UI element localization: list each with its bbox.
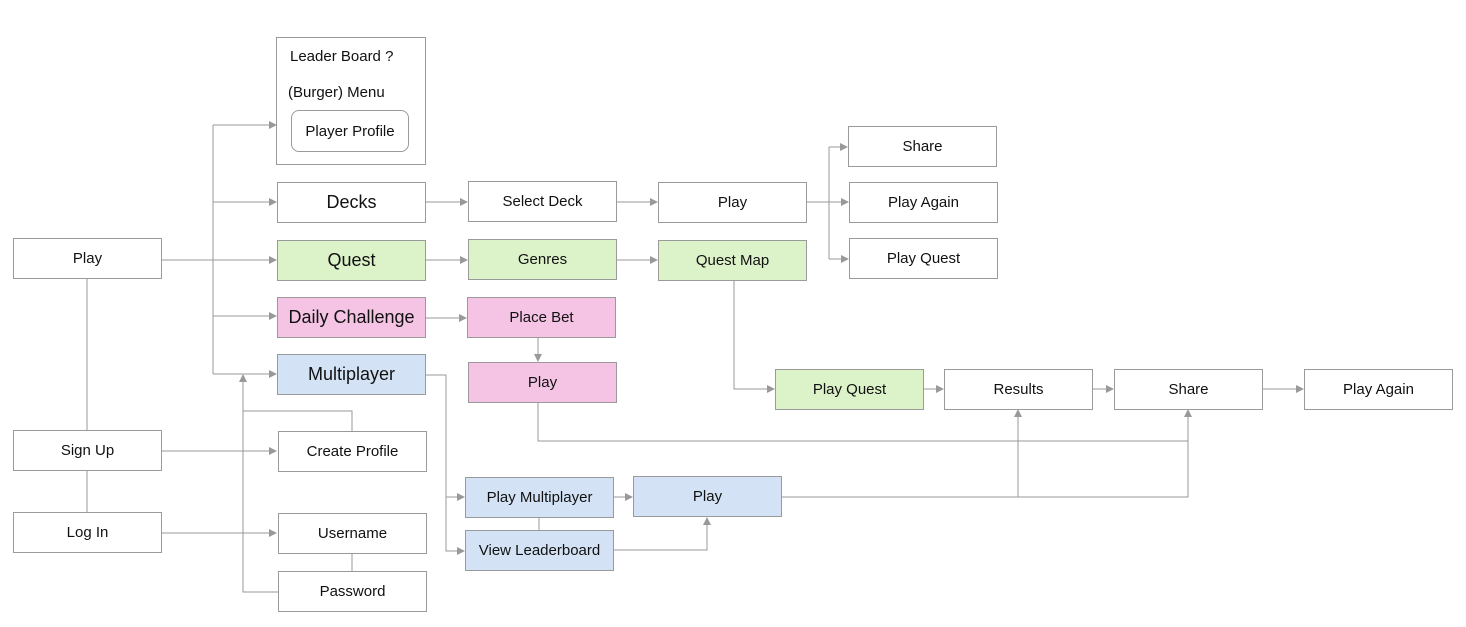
- genres-node: Genres: [468, 239, 617, 280]
- view-leaderboard-node: View Leaderboard: [465, 530, 614, 571]
- player-profile-node: Player Profile: [291, 110, 409, 152]
- log-in-node: Log In: [13, 512, 162, 553]
- share-top-node: Share: [848, 126, 997, 167]
- play-root-node: Play: [13, 238, 162, 279]
- quest-node: Quest: [277, 240, 426, 281]
- results-node: Results: [944, 369, 1093, 410]
- play-again-top-node: Play Again: [849, 182, 998, 223]
- leader-board-label: Leader Board ?: [290, 48, 394, 65]
- multiplayer-play-node: Play: [633, 476, 782, 517]
- play-again-mid-node: Play Again: [1304, 369, 1453, 410]
- share-mid-node: Share: [1114, 369, 1263, 410]
- place-bet-node: Place Bet: [467, 297, 616, 338]
- deck-play-node: Play: [658, 182, 807, 223]
- password-node: Password: [278, 571, 427, 612]
- username-node: Username: [278, 513, 427, 554]
- quest-map-node: Quest Map: [658, 240, 807, 281]
- select-deck-node: Select Deck: [468, 181, 617, 222]
- decks-node: Decks: [277, 182, 426, 223]
- create-profile-node: Create Profile: [278, 431, 427, 472]
- play-quest-top-node: Play Quest: [849, 238, 998, 279]
- burger-menu-label: (Burger) Menu: [288, 84, 385, 101]
- sign-up-node: Sign Up: [13, 430, 162, 471]
- multiplayer-node: Multiplayer: [277, 354, 426, 395]
- play-multiplayer-node: Play Multiplayer: [465, 477, 614, 518]
- daily-play-node: Play: [468, 362, 617, 403]
- play-quest-mid-node: Play Quest: [775, 369, 924, 410]
- daily-challenge-node: Daily Challenge: [277, 297, 426, 338]
- menu-container: [276, 37, 426, 165]
